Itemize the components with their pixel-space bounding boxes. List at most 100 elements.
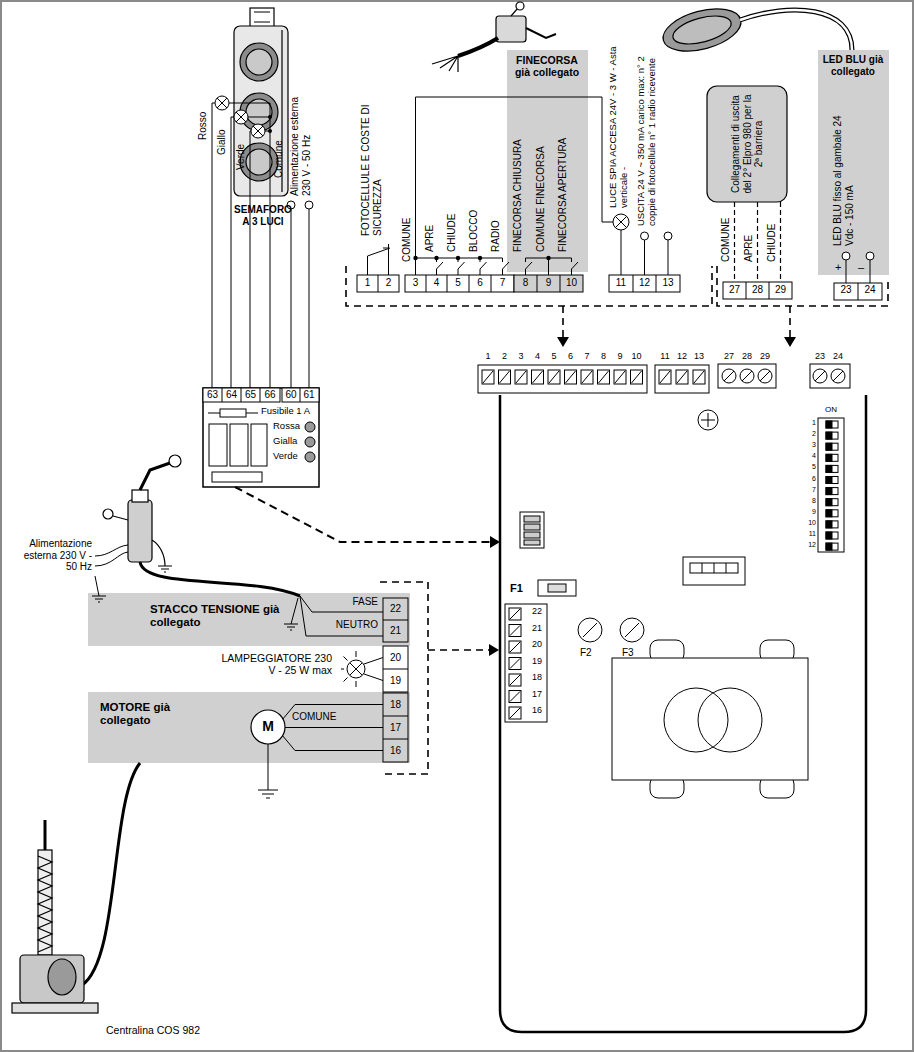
- control-board: [702, 563, 726, 573]
- junction-dot: [268, 115, 272, 133]
- wire: [284, 624, 298, 630]
- terminal-number: 2: [379, 277, 399, 289]
- switch-number: 10: [802, 519, 816, 527]
- lamp-symbol: [305, 201, 313, 209]
- wire: [368, 244, 391, 275]
- wire: [300, 596, 383, 636]
- wire-label: COMUNE: [292, 711, 336, 723]
- wire: [231, 117, 234, 388]
- limit-switch-illustration: [458, 38, 498, 56]
- dip-switch: [826, 454, 838, 461]
- terminal-number: 21: [528, 623, 546, 633]
- relay-module: [305, 437, 315, 447]
- control-board: [655, 365, 709, 393]
- terminal-number: 7: [493, 277, 513, 289]
- wire: [526, 258, 579, 275]
- control-board: [478, 365, 647, 393]
- signal-label: FINECORSA APERTURA: [557, 138, 569, 252]
- node-text: Rossa: [273, 421, 300, 432]
- power-switch-illustration: [113, 516, 128, 520]
- polarity-sign: –: [858, 261, 864, 274]
- traffic-light-illustration: [246, 49, 272, 75]
- terminal-number: 60: [282, 389, 300, 401]
- node-outline: [818, 50, 889, 275]
- relay-module: [212, 472, 262, 482]
- terminal-number: 16: [385, 745, 407, 757]
- terminal-number: 27: [724, 284, 746, 296]
- grey-band: MOTORE già collegato: [88, 692, 410, 763]
- terminal-number: 17: [528, 689, 546, 699]
- junction-dot: [268, 115, 272, 119]
- dip-switch: [826, 510, 838, 517]
- power-switch-illustration: [103, 455, 181, 572]
- screw-terminal: [510, 675, 520, 685]
- terminal-number: 27: [721, 351, 737, 361]
- screw-terminal: [632, 371, 642, 383]
- terminal-number: 5: [546, 351, 562, 361]
- screw-terminal: [533, 371, 543, 383]
- lamp-symbol: [217, 98, 227, 108]
- terminal-block: [378, 275, 379, 292]
- control-board: [818, 418, 844, 552]
- motor-symbol: [251, 710, 285, 744]
- connector-arrowhead: [490, 536, 500, 548]
- terminal-number: 13: [691, 351, 707, 361]
- lamp-symbol: [251, 124, 265, 138]
- control-board: [524, 532, 540, 538]
- terminal-number: 19: [528, 656, 546, 666]
- wire-label: Rosso: [197, 112, 209, 140]
- wire: [140, 562, 300, 596]
- wire: [82, 545, 383, 985]
- node-fill: [88, 50, 889, 1032]
- relay-module: [251, 424, 267, 466]
- wire-label: Comune: [273, 140, 285, 178]
- lamp-symbol: [613, 214, 629, 230]
- screw-terminal: [510, 626, 520, 636]
- wire: [258, 790, 278, 798]
- switch-number: 5: [802, 463, 816, 471]
- terminal-number: 65: [242, 389, 260, 401]
- terminal-number: 29: [770, 284, 792, 296]
- switch-number: 4: [802, 452, 816, 460]
- terminal-number: 23: [835, 284, 857, 296]
- dashed-bracket: [380, 582, 428, 774]
- dip-switch: [826, 443, 832, 450]
- dashed-bracket: [428, 649, 491, 651]
- terminal-number: 22: [528, 606, 546, 616]
- led-connector-illustration: [740, 10, 852, 50]
- control-board: [690, 563, 738, 573]
- power-switch-illustration: [158, 566, 172, 572]
- control-board: [578, 618, 602, 642]
- screw-terminal: [694, 371, 704, 383]
- screw-terminal: [631, 370, 643, 384]
- terminal-block: [746, 282, 769, 299]
- terminal-number: 66: [261, 389, 279, 401]
- motor-symbol: [251, 710, 285, 744]
- lamp-symbol: [234, 110, 248, 124]
- control-board: [505, 604, 547, 722]
- note-label: LUCE SPIA ACCESA 24V - 3 W - Asta vertic…: [608, 43, 630, 208]
- terminal-block: [357, 275, 882, 300]
- node-text: F3: [622, 647, 634, 659]
- wire: [95, 545, 128, 556]
- dashed-bracket: [562, 306, 564, 339]
- lamp-symbol: [641, 232, 649, 240]
- wire-label: FASE: [318, 596, 378, 608]
- screw-terminal: [677, 371, 687, 383]
- wire: [229, 103, 270, 388]
- led-connector-illustration: [658, 1, 745, 58]
- switch-number: 9: [802, 508, 816, 516]
- junction-dot: [478, 256, 482, 260]
- terminal-number: 24: [830, 351, 846, 361]
- dip-switch: [826, 543, 838, 550]
- dip-switch: [826, 465, 832, 472]
- control-board: [698, 688, 762, 752]
- wire: [291, 598, 298, 624]
- terminal-number: 9: [539, 277, 559, 289]
- lamp-symbol: [866, 252, 874, 260]
- dashed-wire: [735, 202, 781, 282]
- junction-dot: [456, 256, 460, 260]
- signal-label: FOTOCELLULE E COSTE DI SICUREZZA: [360, 104, 383, 236]
- lamp-symbol: [347, 660, 365, 678]
